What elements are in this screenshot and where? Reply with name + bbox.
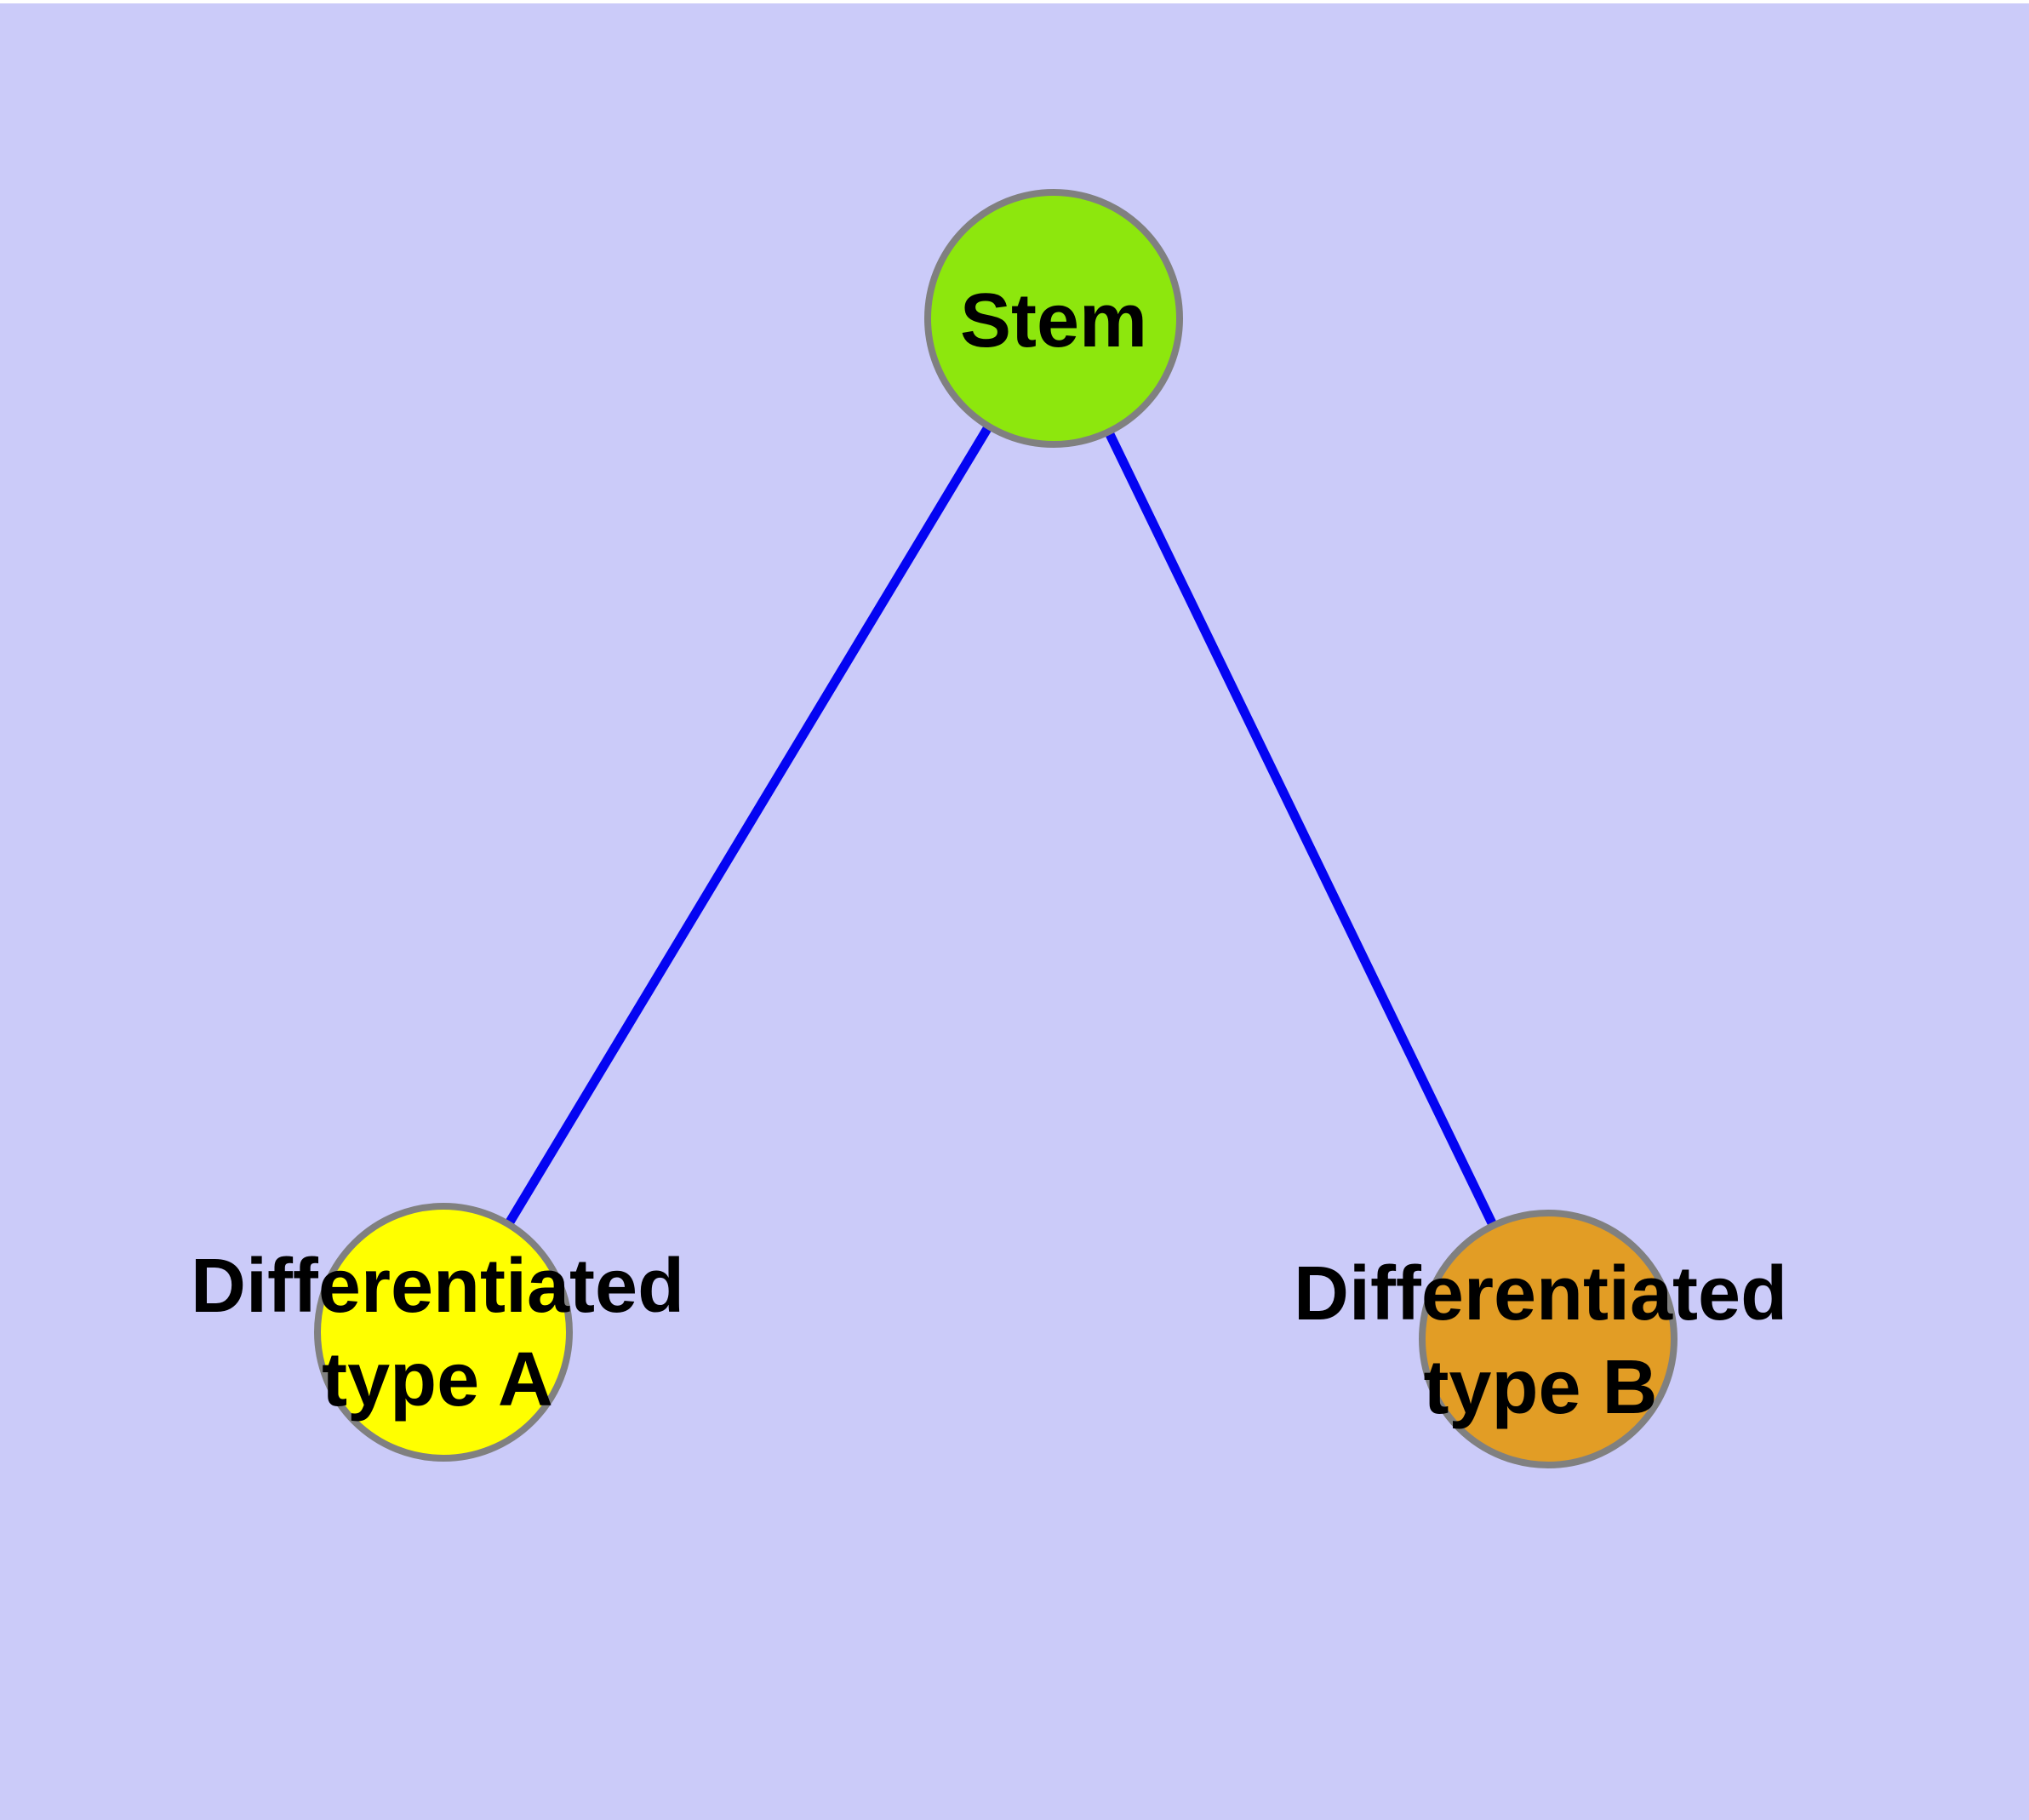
node-type-a-label: Differentiated type A [190,1244,685,1422]
node-type-a-circle [314,1203,573,1462]
node-stem-circle [924,189,1183,448]
edge-stem-to-type-a [439,316,1058,1335]
node-type-b-circle [1419,1210,1677,1468]
node-type-b-label: Differentiated type B [1293,1251,1788,1430]
edge-stem-to-type-b [1049,316,1552,1342]
node-stem-label: Stem [959,278,1148,364]
top-margin-strip [0,0,2029,3]
cell-differentiation-graph [0,3,2029,1820]
